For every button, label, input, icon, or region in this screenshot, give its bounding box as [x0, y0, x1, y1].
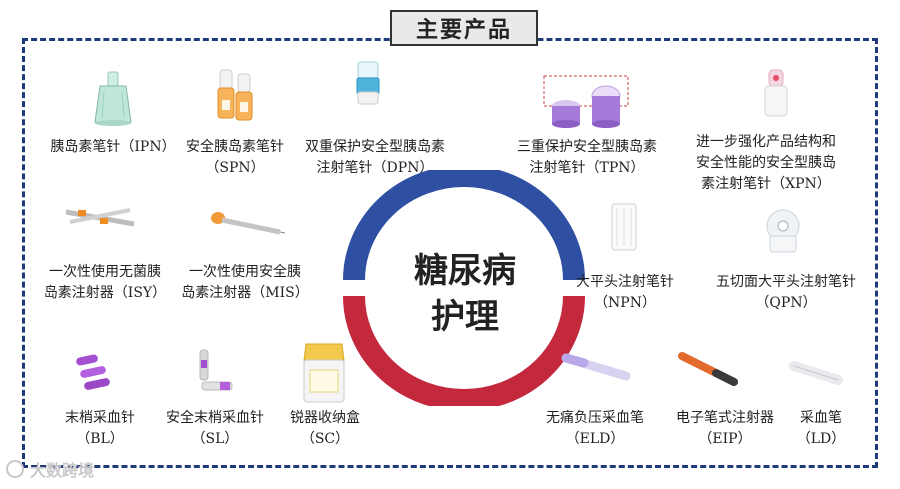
watermark: 大数跨境 — [6, 457, 94, 481]
center-label-line1: 糖尿病 — [414, 251, 516, 291]
product-label-eld: 无痛负压采血笔 （ELD） — [546, 410, 644, 447]
enhanced-safety-needle-icon — [764, 69, 788, 117]
product-label-mis: 一次性使用安全胰 岛素注射器（MIS） — [181, 264, 309, 301]
five-bevel-needle-icon — [766, 209, 800, 253]
flat-head-needle-icon — [611, 203, 637, 251]
product-label-sc: 锐器收纳盒 （SC） — [290, 410, 360, 447]
product-label-isy: 一次性使用无菌胰 岛素注射器（ISY） — [43, 264, 167, 301]
product-label-ipn: 胰岛素笔针（IPN） — [50, 139, 176, 155]
section-title: 主要产品 — [390, 10, 538, 46]
sharps-container-icon — [303, 343, 345, 403]
center-ring — [343, 170, 585, 406]
sterile-syringe-icon — [65, 208, 135, 227]
product-label-spn: 安全胰岛素笔针 （SPN） — [186, 139, 284, 176]
product-label-qpn: 五切面大平头注射笔针 （QPN） — [716, 274, 856, 311]
ring-arc-bottom — [343, 295, 585, 406]
product-label-dpn: 双重保护安全型胰岛素 注射笔针（DPN） — [305, 139, 445, 176]
product-label-eip: 电子笔式注射器 （EIP） — [676, 410, 774, 447]
lancet-icon — [76, 354, 110, 390]
electronic-injector-pen-icon — [678, 352, 738, 386]
pen-needle-icon — [94, 71, 132, 126]
product-label-sl: 安全末梢采血针 （SL） — [166, 410, 264, 447]
product-label-xpn: 进一步强化产品结构和 安全性能的安全型胰岛 素注射笔针（XPN） — [696, 134, 836, 192]
center-label: 糖尿病 护理 — [400, 248, 530, 340]
product-label-bl: 末梢采血针 （BL） — [65, 410, 135, 447]
triple-protection-needle-icon — [543, 75, 629, 128]
lancing-device-icon — [789, 361, 843, 385]
watermark-text: 大数跨境 — [30, 461, 95, 480]
center-label-line2: 护理 — [431, 297, 499, 337]
safety-lancet-icon — [199, 349, 233, 391]
watermark-logo-icon — [6, 460, 24, 478]
painless-lancing-pen-icon — [561, 353, 631, 381]
safety-syringe-icon — [211, 212, 286, 235]
safety-pen-needle-icon — [217, 69, 253, 121]
product-label-tpn: 三重保护安全型胰岛素 注射笔针（TPN） — [517, 139, 657, 176]
ring-arc-top — [343, 170, 585, 281]
product-label-npn: 大平头注射笔针 （NPN） — [576, 274, 674, 311]
double-protection-needle-icon — [356, 61, 380, 105]
product-label-ld: 采血笔 （LD） — [796, 410, 846, 447]
